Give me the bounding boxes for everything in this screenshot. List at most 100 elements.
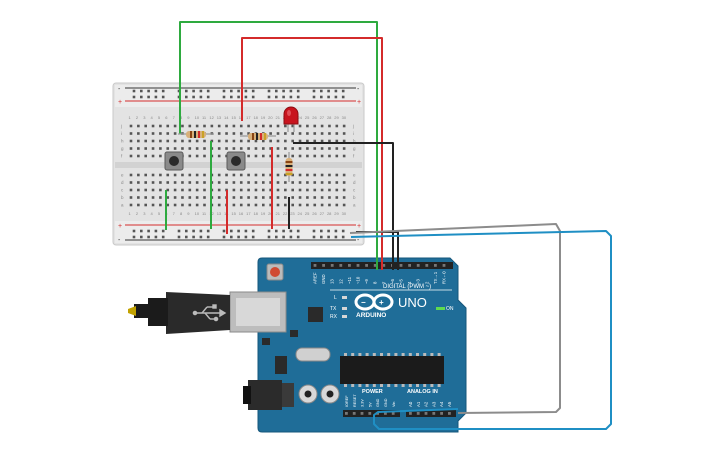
- analog-header-pin[interactable]: [448, 412, 451, 415]
- analog-header-pin[interactable]: [409, 412, 412, 415]
- breadboard-hole: [144, 124, 147, 128]
- column-number: 3: [143, 115, 146, 120]
- digital-header-pin[interactable]: [399, 264, 403, 267]
- breadboard-hole: [129, 188, 133, 192]
- digital-header-pin[interactable]: [339, 264, 343, 267]
- column-number: 17: [246, 115, 251, 120]
- breadboard-hole: [335, 154, 339, 158]
- digital-header-pin[interactable]: [416, 264, 420, 267]
- power-header-pin[interactable]: [345, 412, 348, 415]
- chip-pin: [408, 353, 412, 356]
- usb-connector: [229, 291, 287, 333]
- reset-button[interactable]: [266, 263, 284, 281]
- breadboard-hole: [269, 173, 272, 177]
- breadboard-hole: [284, 173, 287, 177]
- rail-hole: [185, 235, 188, 239]
- breadboard-hole: [247, 188, 250, 192]
- breadboard-hole: [166, 147, 170, 150]
- rail-hole: [282, 89, 285, 93]
- power-header-pin[interactable]: [352, 412, 356, 415]
- digital-header-pin[interactable]: [313, 264, 317, 267]
- rail-hole: [251, 95, 255, 99]
- power-header-pin[interactable]: [391, 412, 395, 415]
- breadboard-hole: [342, 188, 346, 192]
- pushbutton-1[interactable]: [164, 151, 184, 171]
- breadboard-hole: [276, 203, 280, 207]
- analog-header-pin[interactable]: [416, 412, 420, 415]
- digital-header-pin[interactable]: [382, 264, 386, 267]
- digital-header-pin[interactable]: [425, 264, 429, 267]
- breadboard-hole: [173, 188, 177, 192]
- breadboard-hole: [159, 196, 162, 199]
- digital-header-pin[interactable]: [322, 264, 325, 267]
- breadboard-hole: [269, 132, 272, 135]
- column-number: 24: [298, 211, 303, 216]
- analog-header-pin[interactable]: [440, 412, 443, 415]
- wire-red-to-pin: [241, 37, 383, 270]
- digital-header-pin[interactable]: [348, 264, 351, 267]
- power-header-pin[interactable]: [360, 412, 364, 415]
- breadboard-hole: [328, 181, 331, 184]
- rail-hole: [296, 229, 300, 233]
- analog-pin-label: A4: [439, 401, 444, 407]
- rail-hole: [147, 95, 150, 99]
- power-header-pin[interactable]: [384, 412, 387, 415]
- column-number: 19: [261, 211, 266, 216]
- power-header: [343, 410, 400, 417]
- digital-header-pin[interactable]: [373, 264, 377, 267]
- breadboard-hole: [342, 154, 346, 158]
- rail-hole: [140, 235, 143, 239]
- breadboard-hole: [291, 173, 294, 177]
- rail-hole: [185, 89, 188, 93]
- wire-black-to-pin: [293, 142, 394, 270]
- rail-hole: [251, 235, 255, 239]
- row-letter: c: [121, 188, 124, 193]
- red-led: [283, 106, 299, 132]
- breadboard-hole: [188, 203, 192, 207]
- digital-header-pin[interactable]: [434, 264, 437, 267]
- rail-hole: [312, 89, 316, 93]
- digital-header-pin[interactable]: [330, 264, 334, 267]
- analog-header-pin[interactable]: [432, 412, 436, 415]
- column-number: 27: [320, 211, 325, 216]
- column-number: 5: [158, 115, 161, 120]
- chip-pin: [437, 353, 441, 356]
- digital-header-pin[interactable]: [408, 264, 411, 267]
- breadboard-hole: [269, 196, 272, 199]
- breadboard-hole: [306, 154, 309, 158]
- column-number: 20: [268, 211, 273, 216]
- breadboard-hole: [159, 132, 162, 135]
- breadboard-hole: [247, 147, 250, 150]
- led-label-rx: RX: [330, 314, 338, 320]
- breadboard-hole: [195, 196, 199, 199]
- analog-pin-label: A3: [431, 401, 436, 407]
- breadboard-hole: [284, 132, 287, 135]
- rail-hole: [244, 229, 248, 233]
- chip-pin: [401, 384, 405, 387]
- breadboard-hole: [342, 147, 346, 150]
- digital-header-pin[interactable]: [442, 264, 446, 267]
- digital-header-pin[interactable]: [365, 264, 368, 267]
- breadboard-hole: [173, 139, 177, 143]
- breadboard-hole: [203, 139, 206, 143]
- chip-pin: [358, 353, 362, 356]
- breadboard-hole: [262, 139, 265, 143]
- rail-hole: [237, 229, 240, 233]
- power-header-pin[interactable]: [368, 412, 372, 415]
- column-number: 28: [327, 115, 332, 120]
- breadboard-hole: [144, 196, 147, 199]
- rail-hole: [222, 229, 226, 233]
- breadboard-hole: [342, 203, 346, 207]
- chip-pin: [344, 384, 347, 387]
- column-number: 18: [253, 211, 258, 216]
- breadboard-hole: [203, 196, 206, 199]
- analog-header-pin[interactable]: [424, 412, 428, 415]
- breadboard-hole: [181, 203, 184, 207]
- breadboard-hole: [137, 132, 140, 135]
- breadboard-hole: [239, 132, 243, 135]
- digital-header-pin[interactable]: [356, 264, 360, 267]
- analog-pin-label: A1: [416, 401, 421, 407]
- breadboard-hole: [306, 147, 309, 150]
- breadboard-hole: [276, 173, 280, 177]
- pushbutton-2[interactable]: [226, 151, 246, 171]
